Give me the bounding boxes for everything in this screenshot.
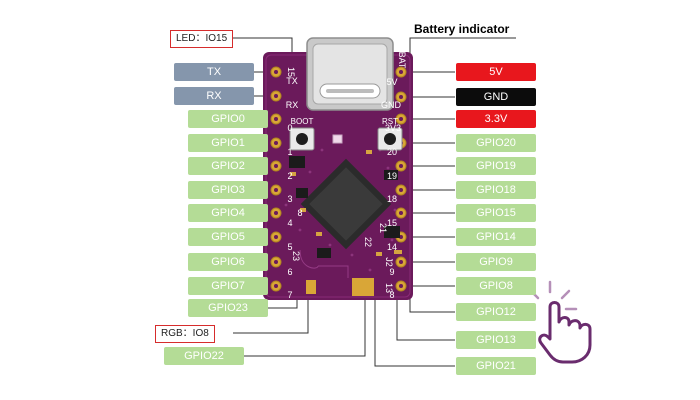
pin-label-gnd: GND [456,88,536,106]
silk-6: 6 [287,267,292,277]
silk-4: 4 [287,218,292,228]
pin-label-gpio21: GPIO21 [456,357,536,375]
pin-label-gpio2: GPIO2 [188,157,268,175]
pin-label-gpio13: GPIO13 [456,331,536,349]
silk-23: 23 [291,251,301,261]
silk-j2: J2 [384,257,394,267]
pin-label-gpio12: GPIO12 [456,303,536,321]
pin-label-rx: RX [174,87,254,105]
rgb-callout: RGB：IO8 [155,325,215,343]
silk-5: 5 [287,242,292,252]
silk-inner-8: 8 [297,208,302,218]
silkscreen: 15 TX RX 0 1 2 3 4 5 6 7 BAT 5V GND 3V3 … [286,52,407,300]
silk-boot: BOOT [291,117,314,126]
pin-label-gpio6: GPIO6 [188,253,268,271]
silk-22: 22 [363,237,373,247]
usb-c-connector-icon [306,37,394,111]
silk-tx: TX [286,76,298,86]
pin-label-5v: 5V [456,63,536,81]
silk-20: 20 [387,147,397,157]
silk-3v3: 3V3 [385,123,401,133]
silk-21: 21 [378,223,388,233]
silk-8: 8 [389,290,394,300]
silk-19: 19 [387,171,397,181]
smd-components [289,156,400,258]
silk-9: 9 [389,267,394,277]
silk-5v: 5V [386,77,397,87]
pin-label-gpio7: GPIO7 [188,277,268,295]
rgb-pad [306,280,316,294]
pin-label-gpio4: GPIO4 [188,204,268,222]
silk-rst: RST [382,117,398,126]
pin-label-gpio0: GPIO0 [188,110,268,128]
silk-rx: RX [286,100,299,110]
battery-indicator-label: Battery indicator [414,22,510,36]
silk-bat: BAT [397,52,407,69]
pin-label-gpio14: GPIO14 [456,228,536,246]
pin-label-gpio20: GPIO20 [456,134,536,152]
bottom-pad [352,278,374,296]
silk-13: 13 [384,283,394,293]
pin-label-gpio9: GPIO9 [456,253,536,271]
pin-label-gpio18: GPIO18 [456,181,536,199]
silk-2: 2 [287,171,292,181]
pin-label-gpio22: GPIO22 [164,347,244,365]
boot-button [289,127,315,151]
silk-18: 18 [387,194,397,204]
pin-label-gpio1: GPIO1 [188,134,268,152]
pin-label-tx: TX [174,63,254,81]
silk-gnd: GND [381,100,402,110]
rst-button [377,127,403,151]
pin-label-gpio5: GPIO5 [188,228,268,246]
pin-label-gpio15: GPIO15 [456,204,536,222]
silk-0: 0 [287,123,292,133]
passives [290,150,402,256]
silk-15: 15 [286,67,296,77]
silk-1: 1 [287,147,292,157]
status-led [332,134,343,144]
pin-label-gpio19: GPIO19 [456,157,536,175]
pin-label-gpio3: GPIO3 [188,181,268,199]
led-callout: LED：IO15 [170,30,234,48]
mcu-chip [300,158,392,250]
pin-label-gpio23: GPIO23 [188,299,268,317]
silk-15r: 15 [387,218,397,228]
silk-7: 7 [287,290,292,300]
silk-14: 14 [387,242,397,252]
silk-3: 3 [287,194,292,204]
pin-label-3v3: 3.3V [456,110,536,128]
pin-label-gpio8: GPIO8 [456,277,536,295]
